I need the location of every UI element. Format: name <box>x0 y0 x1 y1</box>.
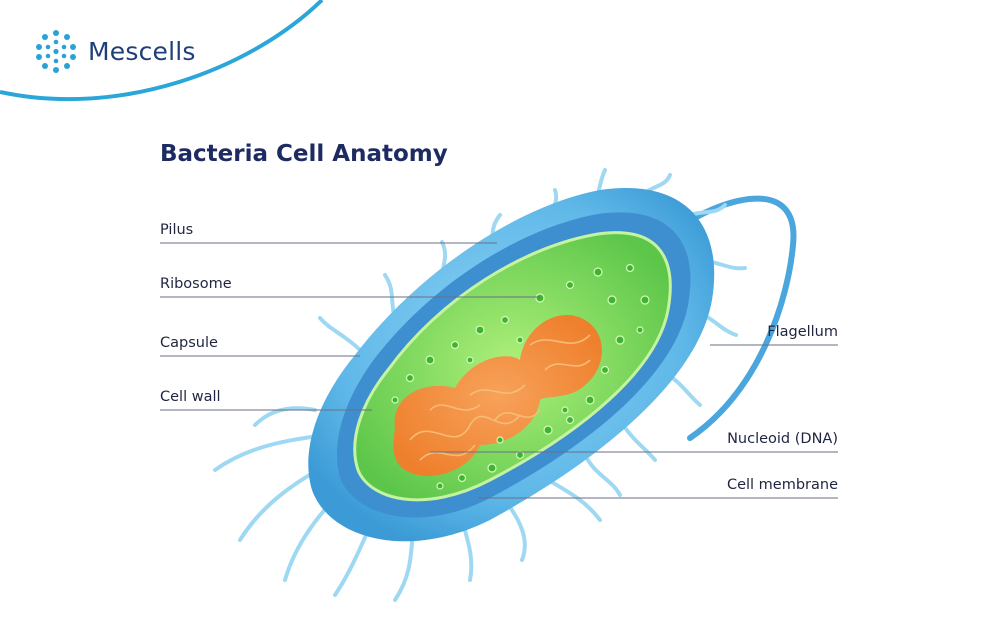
nucleoid-shape <box>393 314 602 476</box>
leader-lines <box>160 242 838 499</box>
label-cell-wall: Cell wall <box>160 389 221 405</box>
brand-logo[interactable]: Mescells <box>34 28 196 74</box>
cell-cluster-icon <box>36 30 76 73</box>
label-nucleoid: Nucleoid (DNA) <box>727 431 838 447</box>
brand-arc <box>0 0 324 102</box>
diagram-title: Bacteria Cell Anatomy <box>160 141 448 167</box>
label-flagellum: Flagellum <box>767 324 838 340</box>
label-cell-membrane: Cell membrane <box>726 477 838 493</box>
flagellum <box>685 195 797 441</box>
brand-name: Mescells <box>88 36 196 66</box>
label-capsule: Capsule <box>160 335 218 351</box>
label-ribosome: Ribosome <box>160 276 232 292</box>
ribosomes <box>391 263 650 490</box>
label-pilus: Pilus <box>160 222 194 238</box>
